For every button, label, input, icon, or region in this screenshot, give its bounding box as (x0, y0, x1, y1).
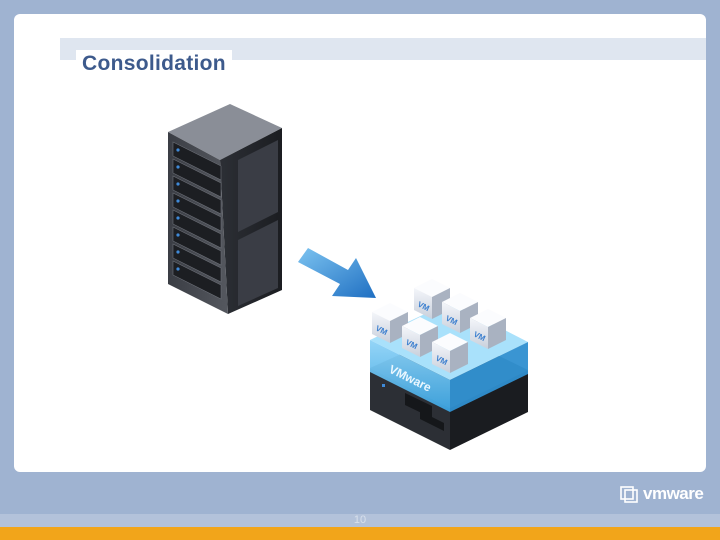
vm-cube-group: VM VM VM VM VM (372, 279, 506, 373)
vm-cube: VM (432, 333, 468, 373)
page-number: 10 (353, 514, 367, 526)
slide-canvas (14, 14, 706, 472)
vm-cube: VM (402, 317, 438, 357)
footer-band (0, 514, 720, 527)
slide-title: Consolidation (76, 50, 232, 76)
arrow-icon (298, 248, 376, 298)
vm-cube: VM (442, 293, 478, 333)
footer-accent-bar (0, 527, 720, 540)
vm-cube: VM (470, 309, 506, 349)
vmware-logo-icon (620, 486, 638, 503)
vmware-logo-text: vmware (643, 484, 704, 503)
server-rack (168, 104, 282, 314)
